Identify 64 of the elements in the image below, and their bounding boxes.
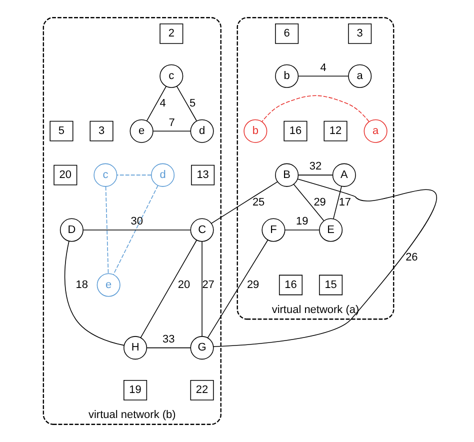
node-circle: e — [96, 273, 120, 297]
connector — [64, 240, 124, 346]
node-circle: e — [130, 119, 154, 143]
connector — [298, 174, 333, 176]
edge-label: 33 — [162, 333, 175, 346]
connector — [116, 174, 152, 176]
edge-label: 4 — [320, 62, 326, 74]
node-circle: F — [262, 218, 286, 242]
connector — [113, 185, 158, 275]
edge-label: 18 — [76, 278, 88, 291]
node-box: 3 — [348, 24, 372, 44]
connector — [293, 184, 324, 222]
node-circle: d — [151, 163, 175, 187]
node-circle: b — [275, 64, 299, 88]
node-box: 15 — [319, 274, 343, 296]
node-circle: C — [190, 218, 214, 242]
connector — [207, 240, 268, 338]
node-circle: E — [319, 218, 343, 242]
node-box: 19 — [124, 380, 148, 400]
node-circle: A — [332, 163, 356, 187]
edge-label: 30 — [130, 216, 143, 228]
node-box: 22 — [190, 380, 214, 400]
connector — [262, 95, 370, 122]
connector — [176, 86, 197, 122]
node-box: 16 — [278, 274, 303, 296]
edge-label: 17 — [338, 196, 352, 208]
connector — [140, 240, 198, 338]
connector — [333, 186, 342, 220]
node-circle: b — [244, 119, 268, 143]
edge-label: 5 — [190, 98, 196, 110]
edge-label: 29 — [314, 196, 326, 208]
connector — [146, 347, 191, 348]
node-box: 12 — [324, 120, 348, 142]
edge-label: 20 — [178, 278, 190, 291]
edge-label: 32 — [309, 160, 322, 173]
edge-label: 25 — [252, 196, 265, 208]
connector — [298, 76, 349, 77]
node-circle: D — [60, 218, 84, 242]
connector — [152, 130, 192, 132]
edge-label: 27 — [202, 278, 214, 291]
connector — [146, 86, 166, 122]
edge-label: 4 — [160, 98, 166, 110]
node-circle: c — [94, 163, 118, 187]
node-circle: G — [190, 336, 214, 360]
node-box: 20 — [54, 164, 78, 186]
connector — [213, 178, 437, 348]
node-box: 3 — [90, 120, 114, 142]
edge-label: 19 — [296, 216, 308, 228]
node-box: 6 — [275, 24, 299, 44]
connector — [211, 181, 278, 224]
node-circle: B — [275, 163, 299, 187]
connector — [105, 186, 109, 274]
node-circle: a — [364, 119, 388, 143]
node-box: 5 — [50, 120, 74, 142]
node-circle: d — [190, 119, 214, 143]
node-box: 16 — [284, 120, 308, 142]
edge-label: 29 — [246, 278, 260, 291]
node-circle: c — [160, 64, 184, 88]
edge-label: 7 — [168, 116, 175, 129]
node-circle: H — [124, 336, 148, 360]
node-box: 2 — [160, 24, 184, 44]
node-box: 13 — [191, 164, 215, 186]
edge-label: 26 — [406, 251, 418, 264]
node-circle: a — [348, 64, 372, 88]
